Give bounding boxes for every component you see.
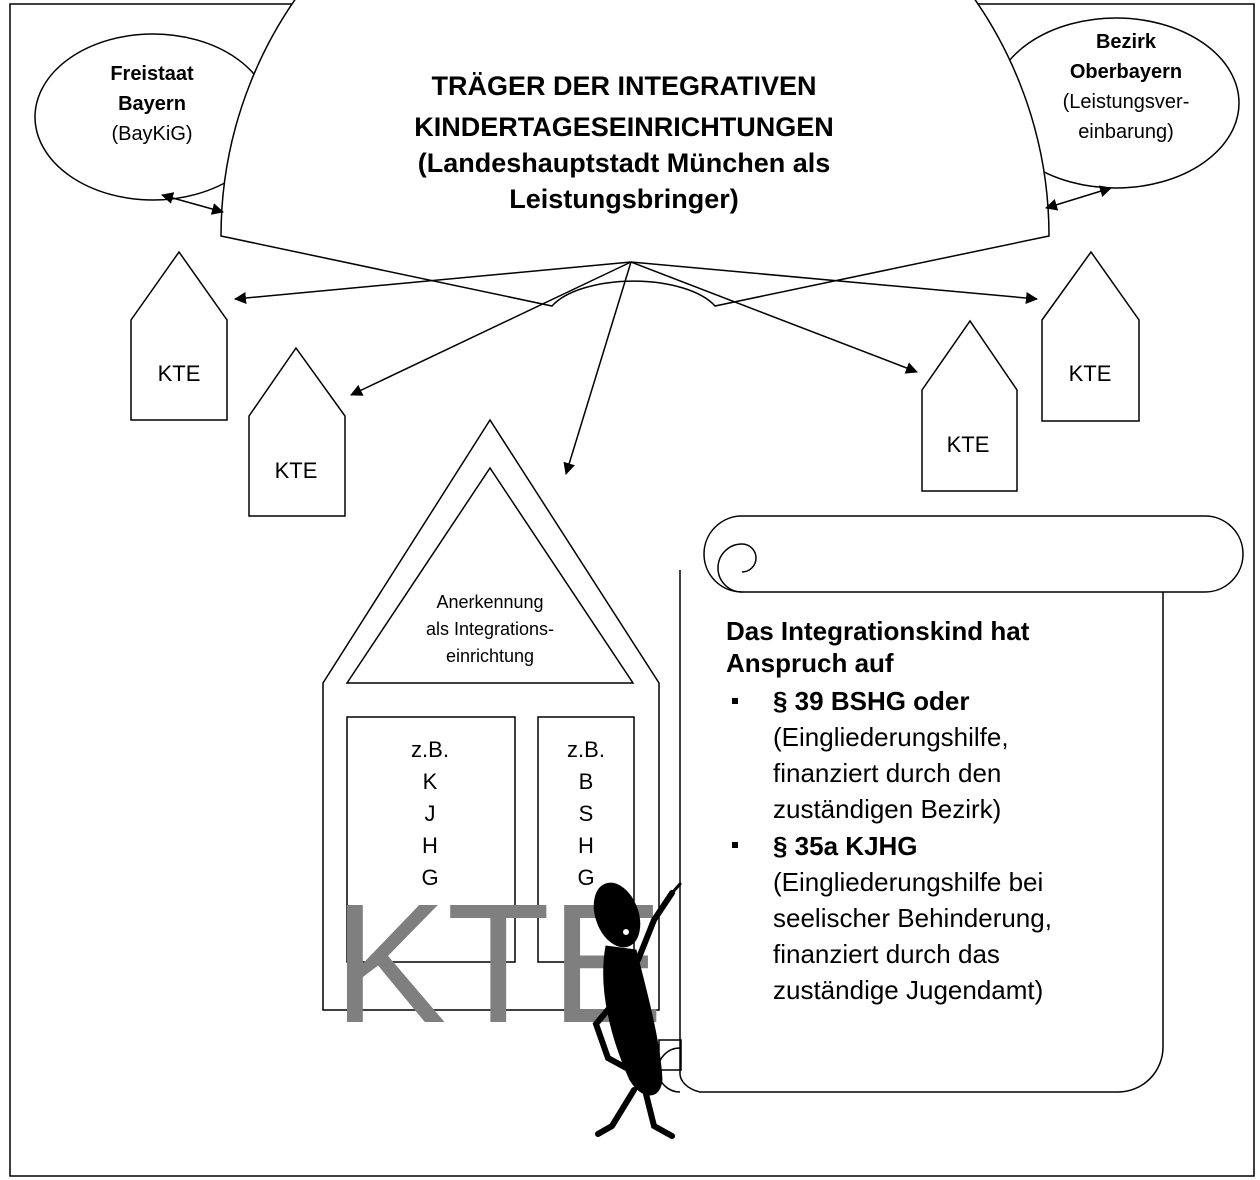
freistaat-law: (BayKiG)	[111, 123, 192, 145]
bullet-2	[732, 842, 738, 848]
left-box-line: K	[423, 769, 438, 794]
traeger-title-3: (Landeshauptstadt München als	[418, 148, 831, 178]
right-box-line: S	[579, 801, 594, 826]
traeger-title-4: Leistungsbringer)	[509, 184, 739, 214]
freistaat-arrow	[161, 192, 224, 215]
bullet-1-text-2: finanziert durch den	[773, 758, 1001, 788]
roof-line-2: als Integrations-	[426, 619, 554, 639]
scroll-heading-2: Anspruch auf	[726, 648, 894, 678]
bezirk-note-2: einbarung)	[1078, 121, 1174, 143]
left-box	[346, 716, 516, 963]
kte-house-1	[130, 250, 228, 421]
bullet-2-text-3: finanziert durch das	[773, 939, 1000, 969]
distribution-arrows	[234, 261, 1038, 475]
traeger-dome	[220, 0, 1050, 307]
kte-house-4	[1041, 250, 1140, 422]
kte-label-4: KTE	[1069, 361, 1112, 386]
scroll-curl	[717, 543, 757, 593]
bullet-2-title: § 35a KJHG	[773, 831, 918, 861]
bezirk-note-1: (Leistungsver-	[1063, 91, 1190, 113]
left-box-line: G	[421, 865, 438, 890]
bullet-1	[732, 698, 738, 704]
scroll-heading-1: Das Integrationskind hat	[726, 616, 1030, 646]
pointing-figure	[592, 882, 682, 1139]
bezirk-arrow	[1045, 185, 1112, 211]
bullet-2-text-1: (Eingliederungshilfe bei	[773, 867, 1043, 897]
kte-label-2: KTE	[275, 458, 318, 483]
right-box-line: z.B.	[567, 737, 605, 762]
bezirk-name-2: Oberbayern	[1070, 61, 1182, 83]
kte-house-3	[921, 319, 1018, 492]
bullet-2-text-4: zuständige Jugendamt)	[773, 975, 1043, 1005]
bullet-1-title: § 39 BSHG oder	[773, 686, 970, 716]
freistaat-name-2: Bayern	[118, 93, 186, 115]
scroll-body	[679, 570, 1164, 1093]
bullet-1-text-1: (Eingliederungshilfe,	[773, 722, 1009, 752]
traeger-title-2: KINDERTAGESEINRICHTUNGEN	[414, 112, 834, 142]
integration-house-inner-roof	[345, 466, 635, 684]
bezirk-name-1: Bezirk	[1096, 31, 1157, 53]
right-box-line: B	[579, 769, 594, 794]
roof-line-1: Anerkennung	[436, 592, 543, 612]
traeger-title-1: TRÄGER DER INTEGRATIVEN	[431, 71, 816, 101]
scroll-top	[703, 515, 1244, 593]
right-box-line: H	[578, 833, 594, 858]
left-box-line: H	[422, 833, 438, 858]
freistaat-name-1: Freistaat	[110, 63, 194, 85]
bullet-1-text-3: zuständigen Bezirk)	[773, 794, 1001, 824]
roof-line-3: einrichtung	[446, 646, 534, 666]
kte-label-3: KTE	[947, 432, 990, 457]
right-box-line: G	[577, 865, 594, 890]
left-box-line: z.B.	[411, 737, 449, 762]
left-box-line: J	[425, 801, 436, 826]
bullet-2-text-2: seelischer Behinderung,	[773, 903, 1052, 933]
kte-label-1: KTE	[158, 361, 201, 386]
kte-house-2	[248, 346, 346, 517]
